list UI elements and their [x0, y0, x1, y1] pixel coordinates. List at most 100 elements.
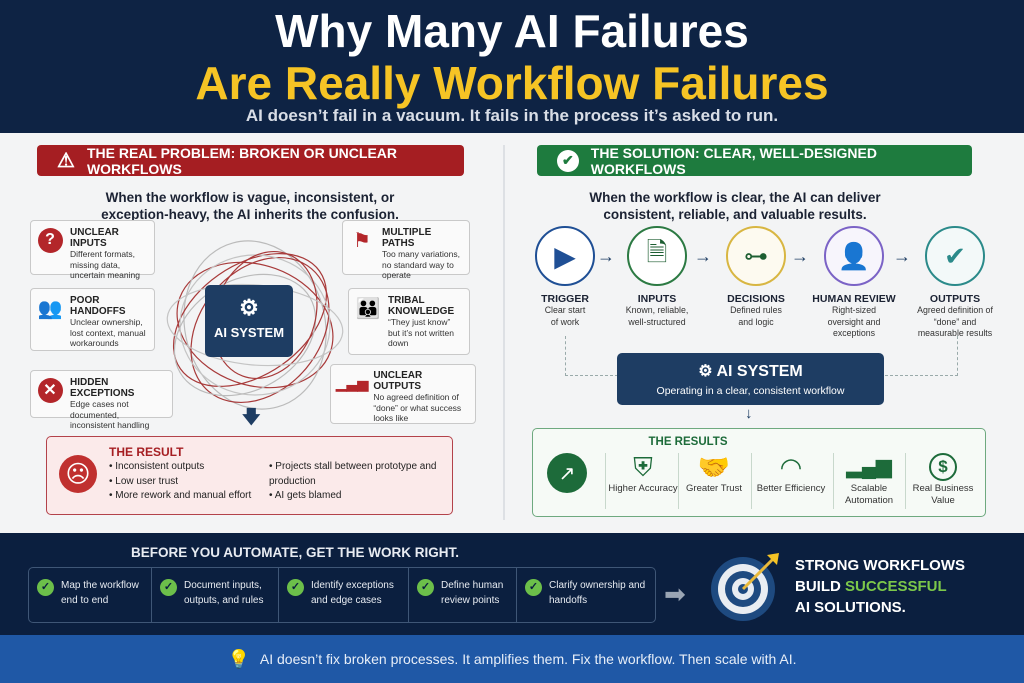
tagline-line2a: BUILD — [795, 578, 845, 595]
solution-intro: When the workflow is clear, the AI can d… — [589, 190, 881, 222]
result-scalable: ▂▄▆ Scalable Automation — [833, 451, 905, 507]
tagline-line3: AI SOLUTIONS. — [795, 599, 906, 616]
result-item: Low user trust — [109, 475, 269, 490]
right-arrow-icon: → — [893, 246, 911, 266]
result-box: ☹ THE RESULT Inconsistent outputs Low us… — [46, 436, 453, 515]
title-line1: Why Many AI Failures — [275, 5, 749, 57]
group-icon: 👪 — [355, 297, 381, 320]
ai-system-label: AI SYSTEM — [213, 325, 285, 340]
check-icon: ✓ — [160, 579, 177, 596]
brain-icon: ⚙ — [239, 295, 259, 320]
footer-text: AI doesn’t fix broken processes. It ampl… — [259, 651, 797, 667]
solution-banner-text: THE SOLUTION: CLEAR, WELL-DESIGNED WORKF… — [590, 144, 877, 177]
document-icon: 🗎 — [627, 226, 687, 286]
result-title: THE RESULT — [109, 445, 184, 459]
result-label: Scalable Automation — [844, 483, 894, 506]
question-icon: ? — [37, 227, 63, 253]
shield-icon: ⛨ — [633, 452, 653, 482]
right-arrow-icon: → — [791, 246, 809, 266]
tagline-line1: STRONG WORKFLOWS — [795, 557, 965, 574]
problem-intro: When the workflow is vague, inconsistent… — [101, 190, 399, 222]
checklist-text: Map the workflow end to end — [61, 580, 139, 606]
problem-item: 👪 TRIBAL KNOWLEDGE“They just know” but i… — [348, 288, 470, 355]
step-desc: Clear start of work — [544, 305, 586, 327]
warning-icon: ⚠ — [57, 150, 75, 172]
result-item: More rework and manual effort — [109, 489, 269, 504]
brain-icon: ⚙ — [698, 363, 717, 380]
right-arrow-icon: ➡ — [664, 579, 686, 609]
step-outputs: ✔ OUTPUTS Agreed definition of “done” an… — [905, 226, 1005, 340]
check-icon: ✓ — [417, 579, 434, 596]
right-arrow-icon: → — [694, 246, 712, 266]
ai-system-box-solution: ⚙ AI SYSTEM Operating in a clear, consis… — [617, 353, 884, 405]
results-title: THE RESULTS — [648, 436, 728, 448]
right-arrow-icon: → — [597, 246, 615, 266]
checklist-band: BEFORE YOU AUTOMATE, GET THE WORK RIGHT.… — [0, 533, 1024, 635]
result-trust: 🤝Greater Trust — [678, 451, 750, 495]
step-title: OUTPUTS — [929, 293, 981, 305]
step-desc: Right-sized oversight and exceptions — [827, 305, 881, 338]
step-desc: Known, reliable, well-structured — [625, 305, 689, 327]
bar-chart-icon: ▂▄▆ — [846, 456, 892, 478]
gauge-icon: ◠ — [779, 452, 803, 482]
check-icon: ✓ — [525, 579, 542, 596]
checklist-text: Define human review points — [441, 580, 504, 606]
ai-system-desc: Operating in a clear, consistent workflo… — [656, 385, 845, 397]
ai-system-box: ⚙ AI SYSTEM — [205, 285, 293, 357]
item-title: TRIBAL KNOWLEDGE — [388, 295, 455, 317]
step-title: HUMAN REVIEW — [812, 293, 896, 305]
trend-up-icon: ↗ — [547, 453, 587, 493]
people-icon: 👥 — [37, 297, 63, 320]
item-desc: No agreed definition of “done” or what s… — [373, 392, 462, 423]
down-arrow-icon: 🡇 — [242, 407, 261, 427]
bar-chart-icon: ▁▃▅ — [336, 374, 369, 391]
checklist-title: BEFORE YOU AUTOMATE, GET THE WORK RIGHT. — [130, 545, 459, 560]
check-circle-icon: ✔ — [557, 149, 579, 172]
item-title: UNCLEAR INPUTS — [70, 227, 119, 249]
signpost-icon: ⚑ — [353, 229, 371, 252]
hierarchy-icon: ⊶ — [726, 226, 786, 286]
step-decisions: ⊶ DECISIONS Defined rules and logic — [706, 226, 806, 328]
lightbulb-icon: 💡 — [227, 648, 250, 669]
check-icon: ✓ — [37, 579, 54, 596]
problem-banner-text: THE REAL PROBLEM: BROKEN OR UNCLEAR WORK… — [86, 144, 398, 177]
tagline: STRONG WORKFLOWS BUILD SUCCESSFUL AI SOL… — [795, 555, 965, 618]
result-efficiency: ◠Better Efficiency — [755, 451, 827, 495]
play-icon: ▶ — [535, 226, 595, 286]
checklist-text: Identify exceptions and edge cases — [311, 580, 394, 606]
step-desc: Agreed definition of “done” and measurab… — [917, 305, 993, 338]
item-title: POOR HANDOFFS — [70, 295, 126, 317]
result-list-2: Projects stall between prototype and pro… — [269, 460, 439, 504]
result-label: Better Efficiency — [756, 483, 826, 494]
result-label: Greater Trust — [686, 483, 742, 494]
result-accuracy: ⛨Higher Accuracy — [607, 451, 679, 495]
result-label: Higher Accuracy — [608, 483, 678, 494]
item-title: HIDDEN EXCEPTIONS — [70, 377, 135, 399]
item-desc: Too many variations, no standard way to … — [382, 249, 460, 280]
checklist-item: ✓Document inputs, outputs, and rules — [152, 568, 279, 622]
check-icon: ✓ — [287, 579, 304, 596]
item-title: UNCLEAR OUTPUTS — [373, 370, 423, 392]
down-arrow-icon: ↓ — [745, 405, 753, 422]
step-human-review: 👤 HUMAN REVIEW Right-sized oversight and… — [804, 226, 904, 340]
checklist-item: ✓ Map the workflow end to end — [29, 568, 152, 622]
dollar-icon: $ — [907, 451, 979, 483]
item-desc: Unclear ownership, lost context, manual … — [70, 317, 146, 348]
person-icon: 👤 — [824, 226, 884, 286]
result-value: $Real Business Value — [907, 451, 979, 507]
checklist-text: Clarify ownership and handoffs — [549, 580, 646, 606]
tagline-highlight: SUCCESSFUL — [845, 578, 947, 595]
header: Why Many AI Failures Are Really Workflow… — [0, 0, 1024, 133]
result-list-1: Inconsistent outputs Low user trust More… — [109, 460, 269, 504]
result-item: Inconsistent outputs — [109, 460, 269, 475]
step-title: INPUTS — [637, 293, 677, 305]
sad-face-icon: ☹ — [59, 455, 97, 493]
step-trigger: ▶ TRIGGER Clear start of work — [515, 226, 615, 328]
item-desc: Different formats, missing data, uncerta… — [70, 249, 140, 280]
handshake-icon: 🤝 — [697, 452, 731, 482]
item-desc: “They just know” but it’s not written do… — [388, 317, 454, 348]
